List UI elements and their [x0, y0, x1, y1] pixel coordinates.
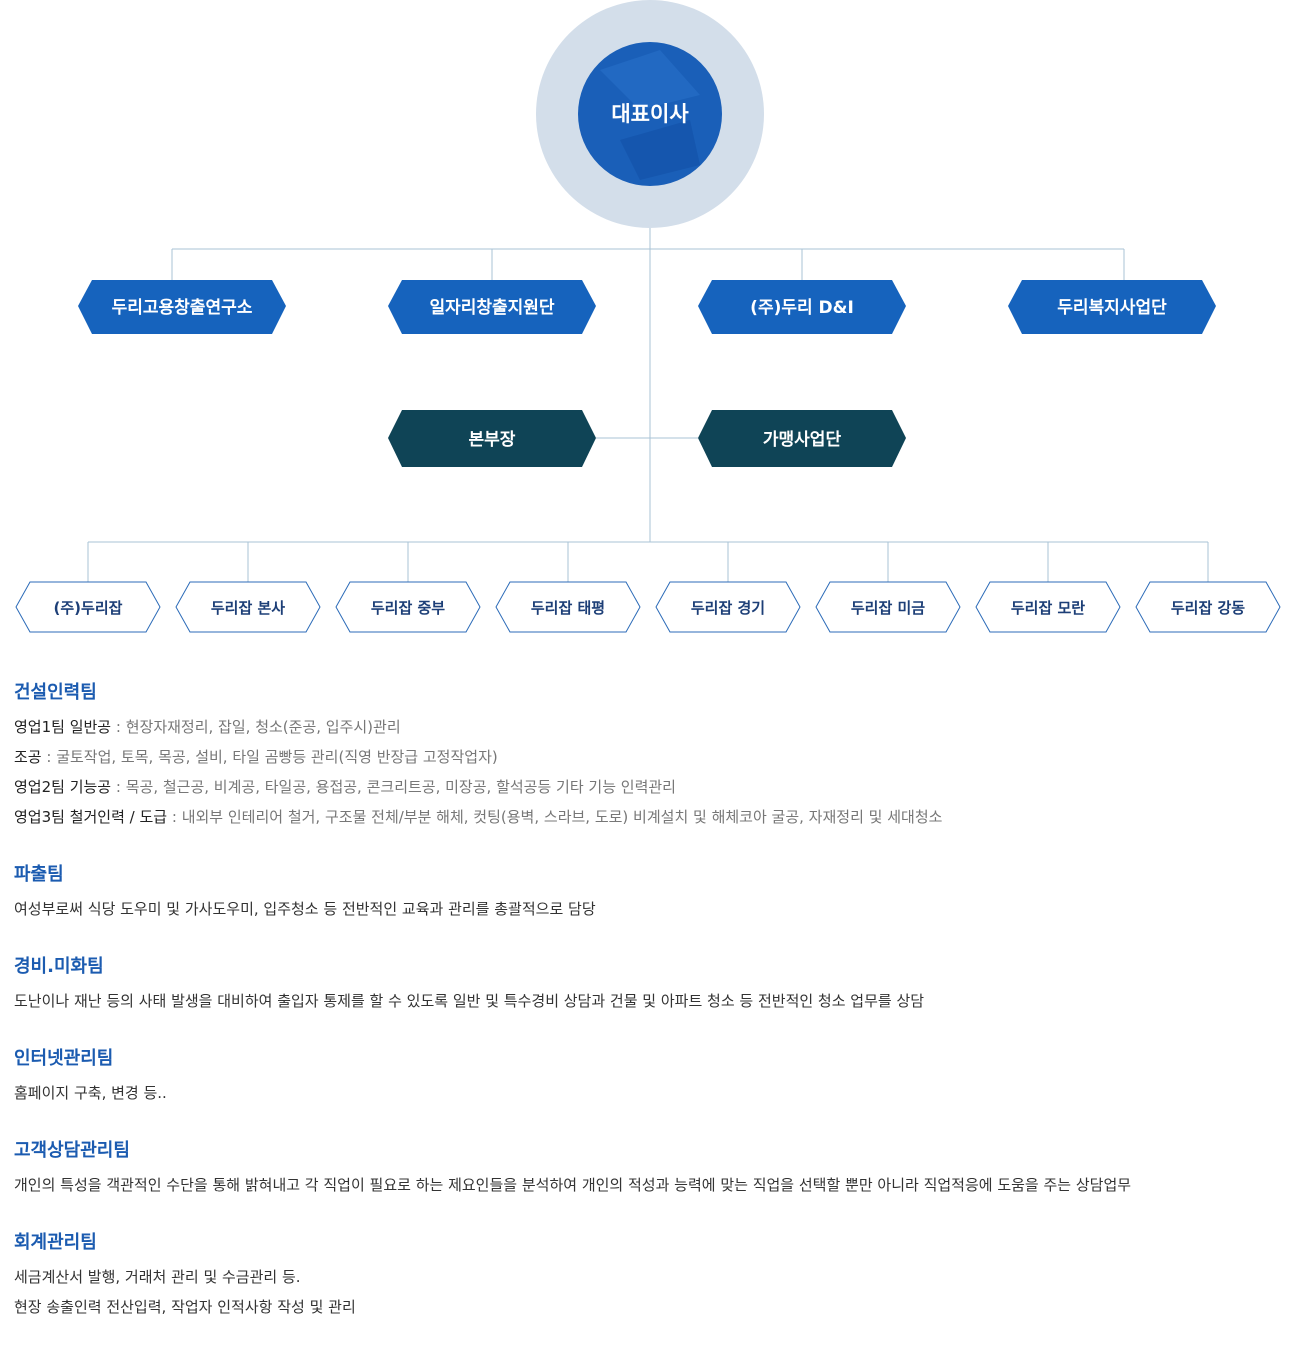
- tier1-label: 일자리창출지원단: [429, 298, 554, 318]
- tier2-nodes: 본부장 가맹사업단: [388, 410, 906, 467]
- tier1-node-research: 두리고용창출연구소: [78, 280, 286, 334]
- branch-node-7: 두리잡 강동: [1135, 581, 1281, 633]
- line-text: : 목공, 철근공, 비계공, 타일공, 용접공, 콘크리트공, 미장공, 할석…: [111, 778, 676, 796]
- section-line: 조공 : 굴토작업, 토목, 목공, 설비, 타일 곰빵등 관리(직영 반장급 …: [14, 742, 1284, 772]
- branch-label: 두리잡 경기: [691, 599, 765, 617]
- team-descriptions: 건설인력팀 영업1팀 일반공 : 현장자재정리, 잡일, 청소(준공, 입주시)…: [14, 680, 1284, 1352]
- section-title: 건설인력팀: [14, 682, 97, 703]
- branch-node-3: 두리잡 태평: [495, 581, 641, 633]
- line-label: 조공: [14, 748, 42, 766]
- tier2-node-hq: 본부장: [388, 410, 596, 467]
- tier1-label: 두리고용창출연구소: [112, 298, 253, 318]
- branch-label: 두리잡 강동: [1171, 599, 1245, 617]
- section-title: 파출팀: [14, 864, 64, 885]
- branch-label: 두리잡 미금: [851, 599, 925, 617]
- tier1-node-welfare: 두리복지사업단: [1008, 280, 1216, 334]
- branch-label: (주)두리잡: [54, 599, 123, 617]
- branch-label: 두리잡 모란: [1011, 599, 1085, 617]
- section-line: 홈페이지 구축, 변경 등..: [14, 1084, 167, 1102]
- tier2-label: 본부장: [469, 430, 516, 450]
- branch-node-2: 두리잡 중부: [335, 581, 481, 633]
- branch-node-5: 두리잡 미금: [815, 581, 961, 633]
- section-line: 도난이나 재난 등의 사태 발생을 대비하여 출입자 통제를 할 수 있도록 일…: [14, 992, 925, 1010]
- section-title: 고객상담관리팀: [14, 1140, 130, 1161]
- section-line: 개인의 특성을 객관적인 수단을 통해 밝혀내고 각 직업이 필요로 하는 제요…: [14, 1176, 1132, 1194]
- section-counsel: 고객상담관리팀 개인의 특성을 객관적인 수단을 통해 밝혀내고 각 직업이 필…: [14, 1138, 1284, 1200]
- line-label: 영업2팀 기능공: [14, 778, 112, 796]
- tier1-label: (주)두리 D&I: [750, 298, 854, 318]
- connector-lines: [87, 180, 1209, 582]
- branch-label: 두리잡 본사: [211, 599, 285, 617]
- tier1-node-jobs: 일자리창출지원단: [388, 280, 596, 334]
- section-title: 회계관리팀: [14, 1232, 97, 1253]
- section-dispatch: 파출팀 여성부로써 식당 도우미 및 가사도우미, 입주청소 등 전반적인 교육…: [14, 862, 1284, 924]
- branch-label: 두리잡 태평: [531, 599, 605, 617]
- section-title: 경비.미화팀: [14, 956, 104, 977]
- section-line: 여성부로써 식당 도우미 및 가사도우미, 입주청소 등 전반적인 교육과 관리…: [14, 900, 596, 918]
- line-text: : 내외부 인테리어 철거, 구조물 전체/부분 해체, 컷팅(용벽, 스라브,…: [167, 808, 943, 826]
- tier2-node-franchise: 가맹사업단: [698, 410, 906, 467]
- section-title: 인터넷관리팀: [14, 1048, 114, 1069]
- branch-node-1: 두리잡 본사: [175, 581, 321, 633]
- branch-node-6: 두리잡 모란: [975, 581, 1121, 633]
- tier1-nodes: 두리고용창출연구소 일자리창출지원단 (주)두리 D&I 두리복지사업단: [78, 280, 1216, 334]
- branch-node-0: (주)두리잡: [15, 581, 161, 633]
- ceo-node: 대표이사: [536, 0, 764, 228]
- section-line: 현장 송출인력 전산입력, 작업자 인적사항 작성 및 관리: [14, 1298, 356, 1316]
- section-construction: 건설인력팀 영업1팀 일반공 : 현장자재정리, 잡일, 청소(준공, 입주시)…: [14, 680, 1284, 832]
- ceo-label: 대표이사: [611, 102, 689, 126]
- section-accounting: 회계관리팀 세금계산서 발행, 거래처 관리 및 수금관리 등. 현장 송출인력…: [14, 1230, 1284, 1322]
- section-security: 경비.미화팀 도난이나 재난 등의 사태 발생을 대비하여 출입자 통제를 할 …: [14, 954, 1284, 1016]
- section-line: 영업3팀 철거인력 / 도급 : 내외부 인테리어 철거, 구조물 전체/부분 …: [14, 802, 1284, 832]
- tier1-node-di: (주)두리 D&I: [698, 280, 906, 334]
- org-chart: 대표이사 두리고용창출연구소 일자리창출지원단 (주)두리 D&I 두리복지사업…: [15, 0, 1281, 633]
- line-label: 영업1팀 일반공: [14, 718, 112, 736]
- branch-nodes: (주)두리잡 두리잡 본사 두리잡 중부 두리잡 태평 두리잡 경기 두리잡 미…: [15, 581, 1281, 633]
- line-text: : 현장자재정리, 잡일, 청소(준공, 입주시)관리: [111, 718, 401, 736]
- tier2-label: 가맹사업단: [763, 430, 842, 450]
- section-line: 영업2팀 기능공 : 목공, 철근공, 비계공, 타일공, 용접공, 콘크리트공…: [14, 772, 1284, 802]
- section-internet: 인터넷관리팀 홈페이지 구축, 변경 등..: [14, 1046, 1284, 1108]
- tier1-label: 두리복지사업단: [1057, 298, 1167, 318]
- line-label: 영업3팀 철거인력 / 도급: [14, 808, 168, 826]
- branch-node-4: 두리잡 경기: [655, 581, 801, 633]
- line-text: : 굴토작업, 토목, 목공, 설비, 타일 곰빵등 관리(직영 반장급 고정작…: [41, 748, 498, 766]
- section-line: 영업1팀 일반공 : 현장자재정리, 잡일, 청소(준공, 입주시)관리: [14, 712, 1284, 742]
- section-line: 세금계산서 발행, 거래처 관리 및 수금관리 등.: [14, 1268, 301, 1286]
- branch-label: 두리잡 중부: [371, 599, 445, 617]
